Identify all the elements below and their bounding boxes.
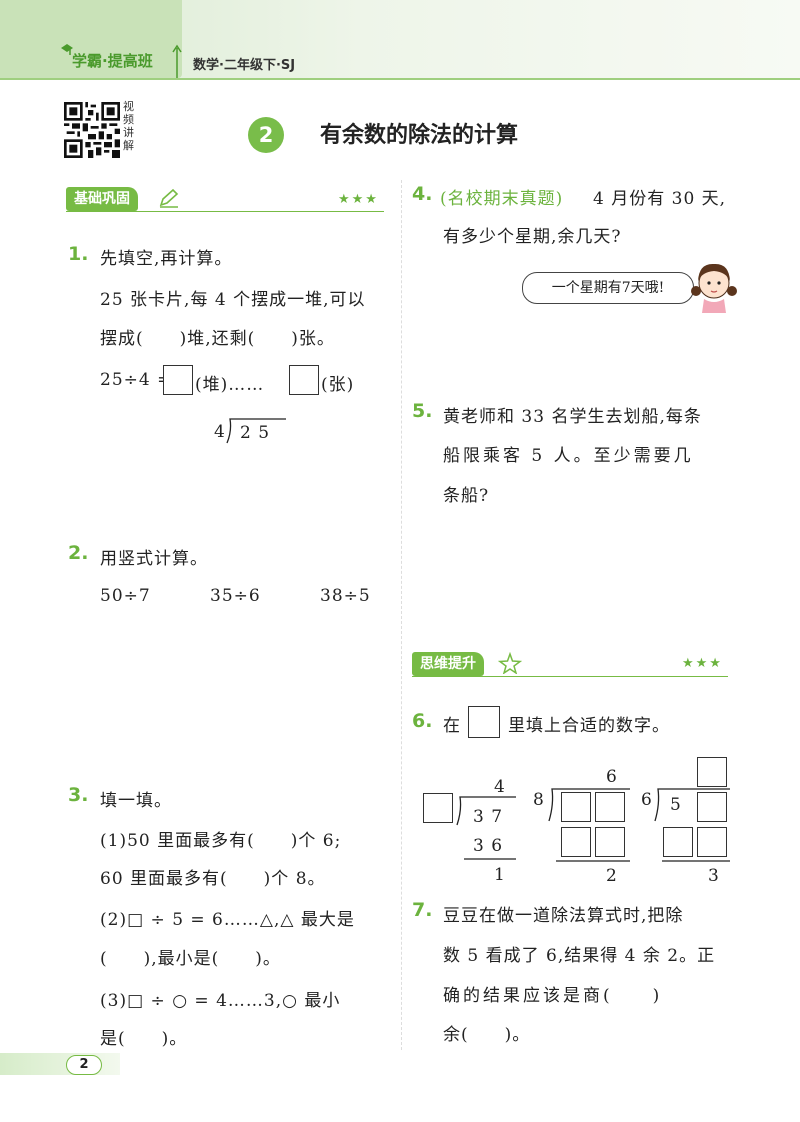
q6-d1-product: 3 6	[473, 836, 504, 856]
q1-line2: 摆成( )堆,还剩( )张。	[100, 329, 335, 349]
lesson-title: 有余数的除法的计算	[320, 123, 519, 148]
section-thinking-rule	[412, 676, 728, 677]
q6-d3-remainder: 3	[708, 866, 720, 886]
q1-number: 1.	[68, 243, 89, 265]
q5-line2: 船限乘客 5 人。至少需要几	[443, 446, 694, 466]
q7-line3: 确的结果应该是商( )	[443, 986, 663, 1006]
page-number: 2	[66, 1055, 102, 1075]
q1-equation-left: 25÷4 =	[100, 370, 173, 390]
header-rule	[0, 78, 800, 80]
q6-d1-quotient: 4	[494, 777, 506, 797]
q1-equation-unit1: (堆)……	[195, 375, 265, 395]
q6-d2-product-box[interactable]	[561, 827, 591, 857]
q6-number: 6.	[412, 710, 433, 732]
q6-d3-product-box[interactable]	[697, 827, 727, 857]
q1-line1: 25 张卡片,每 4 个摆成一堆,可以	[100, 290, 366, 310]
q2-item: 38÷5	[320, 586, 371, 606]
q5-line1: 黄老师和 33 名学生去划船,每条	[443, 407, 702, 427]
header-brand-tab	[0, 0, 182, 78]
section-basic-badge: 基础巩固	[66, 187, 138, 211]
q6-d1-divisor-box[interactable]	[423, 793, 453, 823]
q3-prompt: 填一填。	[100, 791, 172, 811]
q6-d2-dividend-box[interactable]	[561, 792, 591, 822]
q6-d3-divisor: 6	[641, 790, 653, 810]
q7-line4: 余( )。	[443, 1025, 531, 1045]
q7-line1: 豆豆在做一道除法算式时,把除	[443, 906, 684, 926]
q6-instruction-box	[468, 706, 500, 738]
q1-answer-box-quotient[interactable]	[163, 365, 193, 395]
q2-prompt: 用竖式计算。	[100, 549, 208, 569]
q7-line2: 数 5 看成了 6,结果得 4 余 2。正	[443, 946, 716, 966]
footer-band	[0, 1053, 120, 1075]
q6-d3-quotient-box[interactable]	[697, 757, 727, 787]
q3-part1-line1: (1)50 里面最多有( )个 6;	[100, 831, 342, 851]
q6-d2-dividend-box[interactable]	[595, 792, 625, 822]
q5-line3: 条船?	[443, 486, 490, 506]
q6-d3-dividend-first: 5	[670, 795, 682, 815]
q6-d2-remainder: 2	[606, 866, 618, 886]
q6-d3-dividend-box[interactable]	[697, 792, 727, 822]
q1-answer-box-remainder[interactable]	[289, 365, 319, 395]
q3-part1-line2: 60 里面最多有( )个 8。	[100, 869, 326, 889]
girl-avatar-icon	[691, 263, 737, 313]
q7-number: 7.	[412, 899, 433, 921]
graduation-cap-icon	[61, 44, 73, 55]
q4-line1: 4 月份有 30 天,	[593, 189, 727, 209]
q6-d3-division-lines	[654, 788, 730, 862]
q3-part3-line1: (3)□ ÷ ○ = 4……3,○ 最小	[100, 991, 341, 1011]
header-subject: 数学·二年级下·SJ	[193, 58, 296, 73]
q2-item: 35÷6	[210, 586, 261, 606]
column-divider	[401, 180, 402, 1050]
q4-speech-bubble: 一个星期有7天哦!	[522, 272, 694, 304]
qr-code-image[interactable]	[64, 102, 120, 158]
q3-part2-line2: ( ),最小是( )。	[100, 949, 281, 969]
q1-equation-unit2: (张)	[321, 375, 355, 395]
q2-number: 2.	[68, 542, 89, 564]
q4-line2: 有多少个星期,余几天?	[443, 227, 622, 247]
qr-label: 视频讲解	[123, 100, 134, 152]
q4-tag: (名校期末真题)	[440, 189, 564, 209]
q6-d2-division-lines	[548, 788, 630, 862]
q6-d1-remainder: 1	[494, 865, 506, 885]
q3-part3-line2: 是( )。	[100, 1029, 188, 1049]
q5-number: 5.	[412, 400, 433, 422]
sparkle-star-icon	[498, 652, 522, 674]
q6-d2-divisor: 8	[533, 790, 545, 810]
q6-d2-product-box[interactable]	[595, 827, 625, 857]
q6-d2-quotient: 6	[606, 767, 618, 787]
header-brand: 学霸·提高班	[72, 52, 153, 70]
arrow-up-icon	[172, 44, 182, 78]
q1-prompt: 先填空,再计算。	[100, 249, 233, 269]
q6-pre: 在	[443, 716, 461, 736]
q6-d3-product-box[interactable]	[663, 827, 693, 857]
lesson-number: 2	[248, 117, 284, 153]
q3-part2-line1: (2)□ ÷ 5 = 6……△,△ 最大是	[100, 910, 355, 930]
q6-d1-division-lines	[456, 796, 516, 860]
q1-division-bracket	[226, 418, 286, 444]
pencil-icon	[159, 188, 179, 208]
q1-div-dividend: 2 5	[240, 423, 271, 443]
q4-number: 4.	[412, 183, 433, 205]
q6-d1-dividend: 3 7	[473, 807, 504, 827]
section-thinking-badge: 思维提升	[412, 652, 484, 676]
q3-number: 3.	[68, 784, 89, 806]
section-basic-stars: ★★★	[338, 192, 379, 207]
section-basic-rule	[66, 211, 384, 212]
section-thinking-stars: ★★★	[682, 656, 723, 671]
q6-post: 里填上合适的数字。	[508, 716, 670, 736]
q1-div-divisor: 4	[214, 422, 226, 442]
q2-item: 50÷7	[100, 586, 151, 606]
